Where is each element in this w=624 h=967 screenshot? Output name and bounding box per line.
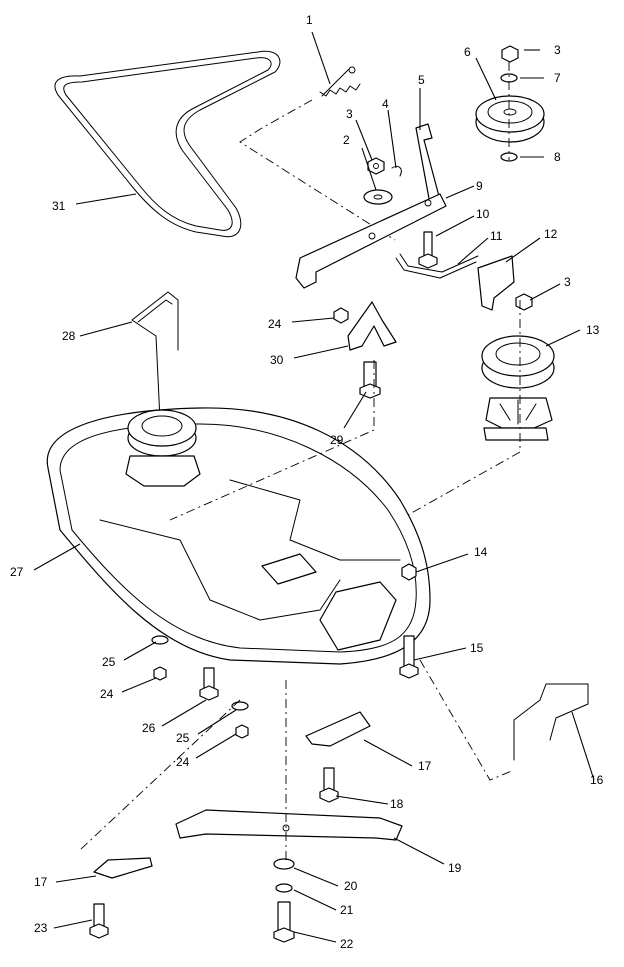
callout-23: 23 <box>34 921 48 935</box>
assembly-line-d <box>169 360 375 521</box>
belt-guide <box>477 255 515 311</box>
callout-27: 27 <box>10 565 24 579</box>
callout-7: 7 <box>554 71 561 85</box>
hex-nut-right <box>515 293 533 311</box>
callout-26: 26 <box>142 721 156 735</box>
callout-11: 11 <box>490 229 503 243</box>
callout-21: 21 <box>340 903 354 917</box>
spindle-pulley-right <box>481 335 555 441</box>
callout-13: 13 <box>586 323 600 337</box>
clevis-pin <box>391 165 402 177</box>
callout-4: 4 <box>382 97 389 111</box>
callout-3c: 3 <box>564 275 571 289</box>
callout-17b: 17 <box>34 875 48 889</box>
drive-belt <box>54 50 281 238</box>
lift-rod-right <box>513 683 589 761</box>
idler-pulley-upper <box>475 95 545 143</box>
shoulder-bolt <box>418 231 438 269</box>
spindle-pulley-left <box>125 409 201 487</box>
blade-adapter-17-center <box>305 711 371 747</box>
tension-spring <box>319 66 361 97</box>
hex-nut-24-middle <box>235 724 249 739</box>
callout-9: 9 <box>476 179 483 193</box>
hex-nut-14 <box>401 563 417 581</box>
callout-24a: 24 <box>268 317 282 331</box>
callout-12: 12 <box>544 227 558 241</box>
callout-25b: 25 <box>176 731 190 745</box>
callout-5: 5 <box>418 73 425 87</box>
blade-bolt-18 <box>319 767 339 803</box>
hex-nut-top-right <box>501 45 519 63</box>
callout-8: 8 <box>554 150 561 164</box>
callout-17a: 17 <box>418 759 432 773</box>
callout-30: 30 <box>270 353 284 367</box>
leader-lines <box>33 31 595 943</box>
spring-hookup-line <box>239 99 396 241</box>
callout-24b: 24 <box>100 687 114 701</box>
callout-3b: 3 <box>554 43 561 57</box>
idler-bracket-arm <box>415 123 441 205</box>
callout-19: 19 <box>448 861 462 875</box>
callout-labels: 1 2 3 4 5 6 3 7 8 9 10 11 12 3 13 31 28 … <box>10 13 604 951</box>
idler-arm-plate <box>295 193 447 289</box>
callout-3a: 3 <box>346 107 353 121</box>
callout-22: 22 <box>340 937 354 951</box>
callout-18: 18 <box>390 797 404 811</box>
assembly-line-b <box>79 699 241 851</box>
connecting-rod <box>395 253 479 279</box>
callout-20: 20 <box>344 879 358 893</box>
hanger-bracket <box>347 301 397 351</box>
carriage-bolt-29 <box>359 361 381 399</box>
blade-bolt-22 <box>273 901 295 943</box>
washer-25-middle <box>231 701 249 711</box>
assembly-line-c <box>419 659 515 781</box>
hex-nut-24-upper <box>333 307 349 324</box>
callout-16: 16 <box>590 773 604 787</box>
lock-washer-21 <box>275 883 293 893</box>
callout-31: 31 <box>52 199 66 213</box>
callout-24c: 24 <box>176 755 190 769</box>
callout-28: 28 <box>62 329 76 343</box>
callout-2: 2 <box>343 133 350 147</box>
callout-1: 1 <box>306 13 313 27</box>
carriage-bolt-26 <box>199 667 219 701</box>
bolt-23 <box>89 903 109 939</box>
hex-nut-upper <box>367 157 385 175</box>
callout-15: 15 <box>470 641 484 655</box>
callout-10: 10 <box>476 207 490 221</box>
callout-14: 14 <box>474 545 488 559</box>
hex-nut-24-left <box>153 666 167 681</box>
flat-washer <box>363 189 393 205</box>
callout-25a: 25 <box>102 655 116 669</box>
callout-6: 6 <box>464 45 471 59</box>
mower-blade <box>175 809 403 841</box>
lift-rod-handle <box>131 291 179 421</box>
washer-20 <box>273 858 295 870</box>
callout-29: 29 <box>330 433 344 447</box>
blade-adapter-17-left <box>93 857 153 879</box>
carriage-bolt-15 <box>399 635 419 679</box>
mower-deck-housing <box>46 407 431 665</box>
